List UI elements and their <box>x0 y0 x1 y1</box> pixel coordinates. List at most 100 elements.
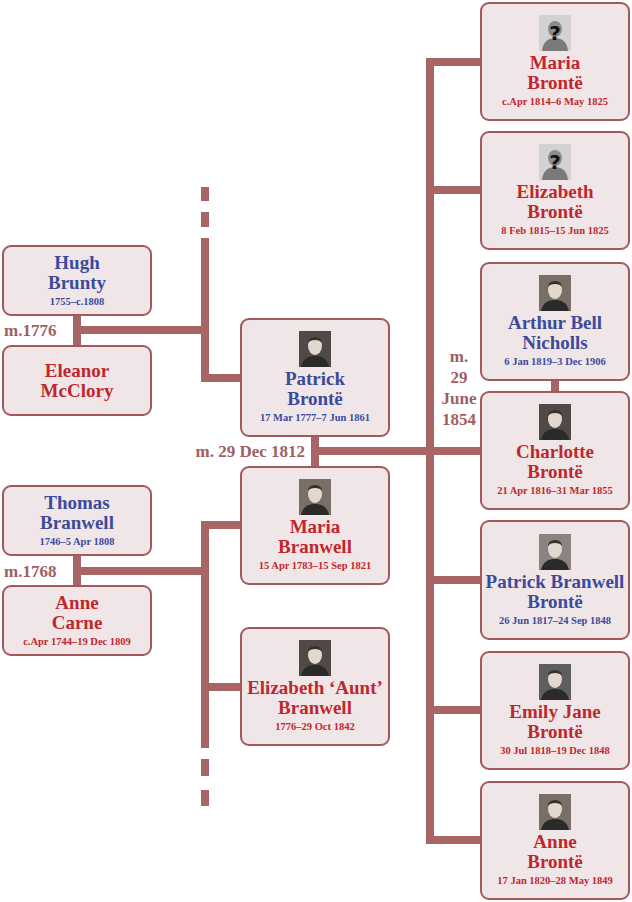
portrait-image <box>539 664 571 700</box>
portrait-hair <box>548 540 562 546</box>
portrait-background <box>299 479 331 515</box>
life-dates: 1755–c.1808 <box>50 295 105 308</box>
portrait-image <box>539 404 571 440</box>
life-dates: 17 Mar 1777–7 Jun 1861 <box>260 411 370 424</box>
portrait-hair <box>548 800 562 806</box>
portrait-head <box>548 800 562 818</box>
person-box: Arthur Bell Nicholls 6 Jan 1819–3 Dec 190… <box>480 262 630 381</box>
portrait-shoulders <box>301 504 329 515</box>
portrait-shoulders <box>541 300 569 311</box>
person-box: Emily Jane Brontë 30 Jul 1818–19 Dec 1848 <box>480 651 630 770</box>
portrait-shoulders <box>301 665 329 676</box>
person-name: Hugh Brunty <box>37 253 117 293</box>
portrait <box>539 664 571 700</box>
portrait <box>299 331 331 367</box>
life-dates: 6 Jan 1819–3 Dec 1906 <box>504 355 606 368</box>
portrait: ? <box>539 15 571 51</box>
portrait-background <box>539 15 571 51</box>
life-dates: 30 Jul 1818–19 Dec 1848 <box>500 744 610 757</box>
person-name: Maria Branwell <box>265 517 365 557</box>
person-name: Elizabeth ‘Aunt’ Branwell <box>243 678 387 718</box>
portrait: ? <box>539 144 571 180</box>
portrait-shoulders <box>301 356 329 367</box>
person-box: Charlotte Brontë 21 Apr 1816–31 Mar 1855 <box>480 391 630 510</box>
portrait-head <box>308 646 322 664</box>
person-box: Eleanor McClory <box>2 345 152 416</box>
portrait-head <box>548 670 562 688</box>
portrait-background <box>539 794 571 830</box>
person-box: Anne Brontë 17 Jan 1820–28 May 1849 <box>480 781 630 900</box>
portrait-image <box>299 331 331 367</box>
person-box: ? Elizabeth Brontë 8 Feb 1815–15 Jun 1825 <box>480 131 630 250</box>
person-box: Patrick Brontë 17 Mar 1777–7 Jun 1861 <box>240 318 390 437</box>
portrait-hair <box>308 337 322 343</box>
marriage-label: m.1768 <box>4 562 74 581</box>
life-dates: c.Apr 1814–6 May 1825 <box>502 95 608 108</box>
portrait-image <box>539 794 571 830</box>
portrait-head <box>548 410 562 428</box>
person-box: Patrick Branwell Brontë 26 Jun 1817–24 Se… <box>480 520 630 640</box>
portrait-background <box>539 664 571 700</box>
portrait <box>539 534 571 570</box>
portrait-head <box>308 485 322 503</box>
portrait-hair <box>308 646 322 652</box>
life-dates: 15 Apr 1783–15 Sep 1821 <box>259 559 371 572</box>
portrait-image <box>539 534 571 570</box>
person-name: Eleanor McClory <box>27 361 127 401</box>
person-name: Anne Carne <box>40 593 115 633</box>
person-box: Elizabeth ‘Aunt’ Branwell 1776–29 Oct 184… <box>240 627 390 746</box>
portrait-background <box>539 275 571 311</box>
person-name: Arthur Bell Nicholls <box>490 313 620 353</box>
portrait-head <box>548 540 562 558</box>
life-dates: 1776–29 Oct 1842 <box>275 720 354 733</box>
portrait-background <box>539 404 571 440</box>
person-name: Patrick Brontë <box>268 369 363 409</box>
unknown-siblings-line <box>201 686 209 806</box>
portrait-shoulders <box>541 429 569 440</box>
person-box: ? Maria Brontë c.Apr 1814–6 May 1825 <box>480 2 630 121</box>
marriage-line <box>551 381 559 391</box>
portrait <box>539 404 571 440</box>
person-box: Hugh Brunty 1755–c.1808 <box>2 245 152 316</box>
person-name: Charlotte Brontë <box>500 442 610 482</box>
portrait-hair <box>548 670 562 676</box>
unknown-mark: ? <box>539 19 571 47</box>
unknown-siblings-line <box>201 187 209 331</box>
portrait-hair <box>308 485 322 491</box>
portrait-background <box>299 331 331 367</box>
portrait-image <box>299 640 331 676</box>
portrait-shoulders <box>541 559 569 570</box>
life-dates: 8 Feb 1815–15 Jun 1825 <box>501 224 608 237</box>
portrait-image <box>539 275 571 311</box>
portrait <box>539 275 571 311</box>
person-box: Anne Carne c.Apr 1744–19 Dec 1809 <box>2 585 152 656</box>
person-box: Maria Branwell 15 Apr 1783–15 Sep 1821 <box>240 466 390 585</box>
portrait-hair <box>548 410 562 416</box>
person-box: Thomas Branwell 1746–5 Apr 1808 <box>2 485 152 556</box>
person-name: Patrick Branwell Brontë <box>483 572 627 612</box>
person-name: Thomas Branwell <box>27 493 127 533</box>
portrait-image <box>299 479 331 515</box>
portrait <box>299 479 331 515</box>
portrait <box>299 640 331 676</box>
person-name: Maria Brontë <box>515 53 595 93</box>
person-name: Elizabeth Brontë <box>500 182 610 222</box>
marriage-label: m. 29 Dec 1812 <box>150 442 305 461</box>
life-dates: 21 Apr 1816–31 Mar 1855 <box>497 484 613 497</box>
person-name: Anne Brontë <box>515 832 595 872</box>
unknown-mark: ? <box>539 148 571 176</box>
portrait-background <box>539 534 571 570</box>
portrait-background <box>539 144 571 180</box>
life-dates: 1746–5 Apr 1808 <box>39 535 114 548</box>
life-dates: 17 Jan 1820–28 May 1849 <box>497 874 613 887</box>
portrait-head <box>308 337 322 355</box>
life-dates: c.Apr 1744–19 Dec 1809 <box>23 635 131 648</box>
portrait-shoulders <box>541 689 569 700</box>
portrait <box>539 794 571 830</box>
person-name: Emily Jane Brontë <box>493 702 618 742</box>
portrait-shoulders <box>541 819 569 830</box>
portrait-hair <box>548 281 562 287</box>
portrait-background <box>299 640 331 676</box>
life-dates: 26 Jun 1817–24 Sep 1848 <box>499 614 611 627</box>
